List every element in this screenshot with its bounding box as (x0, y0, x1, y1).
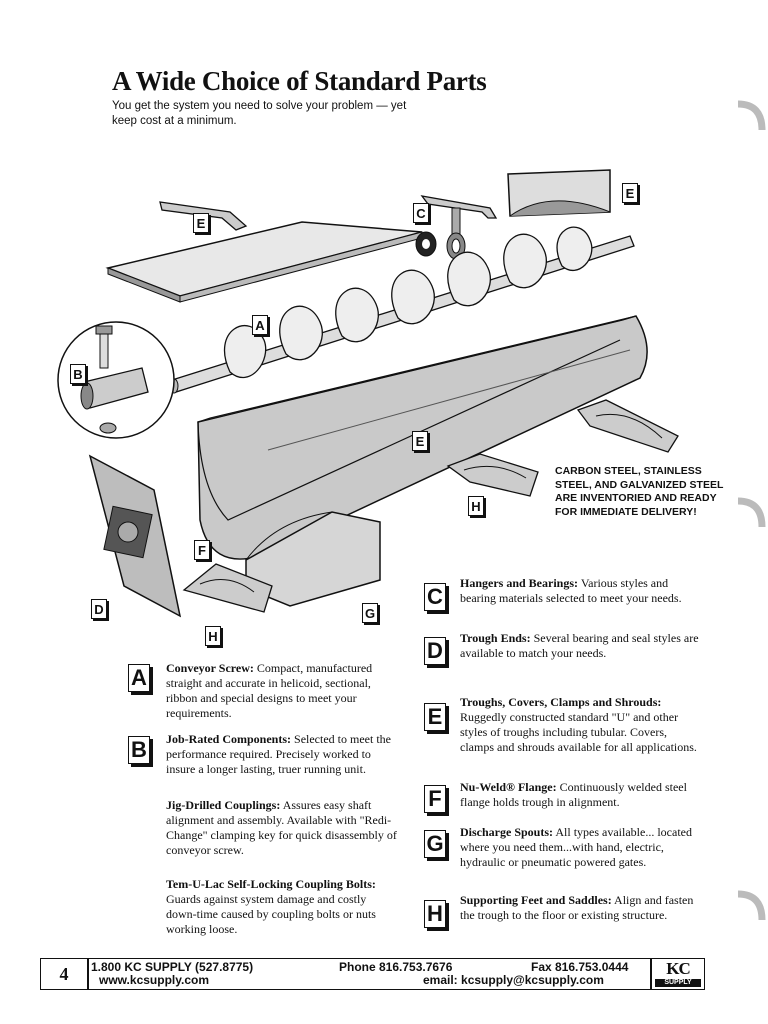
legend-desc: Several bearing and seal styles are avai… (460, 631, 699, 660)
legend-letter-d: D (424, 637, 446, 665)
logo-subtext: SUPPLY (655, 979, 701, 987)
footer-fax: Fax 816.753.0444 (531, 960, 629, 974)
legend-entry-c: Hangers and Bearings: Various styles and… (460, 576, 700, 606)
shroud-drawing (507, 169, 611, 217)
legend-entry-d: Trough Ends: Several bearing and seal st… (460, 631, 700, 661)
trough-cover-drawing (105, 221, 423, 303)
legend-term: Hangers and Bearings: (460, 576, 579, 590)
callout-c: C (413, 203, 429, 223)
legend-entry-b: Job-Rated Components: Selected to meet t… (166, 732, 398, 777)
legend-term: Trough Ends: (460, 631, 531, 645)
legend-term: Job-Rated Components: (166, 732, 292, 746)
footer-phone: Phone 816.753.7676 (339, 960, 453, 974)
footer-bar: 4 1.800 KC SUPPLY (527.8775) www.kcsuppl… (40, 958, 705, 990)
logo-text: KC (666, 959, 691, 978)
page-number: 4 (41, 959, 89, 989)
legend-term: Jig-Drilled Couplings: (166, 798, 281, 812)
callout-h-saddle: H (205, 626, 221, 646)
stock-note: Carbon steel, stainless steel, and galva… (555, 465, 724, 518)
legend-letter-g: G (424, 830, 446, 858)
legend-desc: Continuously welded steel flange holds t… (460, 780, 687, 809)
footer-email[interactable]: email: kcsupply@kcsupply.com (423, 973, 604, 987)
legend-term: Discharge Spouts: (460, 825, 554, 839)
legend-letter-a: A (128, 664, 150, 692)
legend-letter-e: E (424, 703, 446, 731)
legend-desc: Align and fasten the trough to the floor… (460, 893, 694, 922)
legend-letter-h: H (424, 900, 446, 928)
legend-term: Conveyor Screw: (166, 661, 254, 675)
punch-hole-mark-bottom (737, 890, 766, 921)
legend-term: Troughs, Covers, Clamps and Shrouds: (460, 695, 662, 709)
legend-letter-b: B (128, 736, 150, 764)
legend-desc: Selected to meet the performance require… (166, 732, 391, 776)
legend-term: Nu-Weld® Flange: (460, 780, 557, 794)
callout-b: B (70, 364, 86, 384)
footer-website[interactable]: www.kcsupply.com (99, 973, 210, 987)
footer-tollfree: 1.800 KC SUPPLY (527.8775) (91, 960, 254, 974)
callout-h-foot: H (468, 496, 484, 516)
legend-desc: Assures easy shaft alignment and assembl… (166, 798, 397, 857)
legend-desc: Compact, manufactured straight and accur… (166, 661, 373, 720)
legend-entry-b3: Tem-U-Lac Self-Locking Coupling Bolts: G… (166, 877, 398, 937)
legend-entry-e: Troughs, Covers, Clamps and Shrouds: Rug… (460, 695, 700, 755)
callout-e-trough: E (412, 431, 428, 451)
conveyor-screw-drawing (169, 226, 635, 394)
legend-entry-b2: Jig-Drilled Couplings: Assures easy shaf… (166, 798, 398, 858)
page-title: A Wide Choice of Standard Parts (112, 66, 487, 96)
legend-entry-g: Discharge Spouts: All types available...… (460, 825, 700, 870)
page-subtitle: You get the system you need to solve you… (112, 100, 407, 127)
callout-e-shroud: E (622, 183, 638, 203)
callout-d: D (91, 599, 107, 619)
legend-desc: Various styles and bearing materials sel… (460, 576, 682, 605)
supporting-foot-drawing (446, 453, 539, 497)
coupling-inset-drawing (57, 321, 175, 439)
callout-e-cover: E (193, 213, 209, 233)
company-logo: KC SUPPLY (650, 959, 704, 989)
legend-term: Supporting Feet and Saddles: (460, 893, 612, 907)
legend-letter-c: C (424, 583, 446, 611)
cover-clamp-drawing (159, 201, 248, 231)
legend-entry-a: Conveyor Screw: Compact, manufactured st… (166, 661, 398, 721)
legend-entry-f: Nu-Weld® Flange: Continuously welded ste… (460, 780, 700, 810)
legend-desc: All types available... located where you… (460, 825, 692, 869)
callout-a: A (252, 315, 268, 335)
saddle-drawing (182, 563, 273, 613)
callout-g: G (362, 603, 378, 623)
punch-hole-mark-middle (737, 497, 766, 528)
legend-desc: Ruggedly constructed standard "U" and ot… (460, 710, 697, 754)
supporting-foot-right-drawing (576, 399, 679, 453)
legend-entry-h: Supporting Feet and Saddles: Align and f… (460, 893, 700, 923)
trough-end-drawing (88, 454, 182, 618)
punch-hole-mark-top (737, 100, 766, 131)
legend-desc: Guards against system damage and costly … (166, 892, 376, 936)
legend-term: Tem-U-Lac Self-Locking Coupling Bolts: (166, 877, 376, 891)
legend-letter-f: F (424, 785, 446, 813)
callout-f: F (194, 540, 210, 560)
